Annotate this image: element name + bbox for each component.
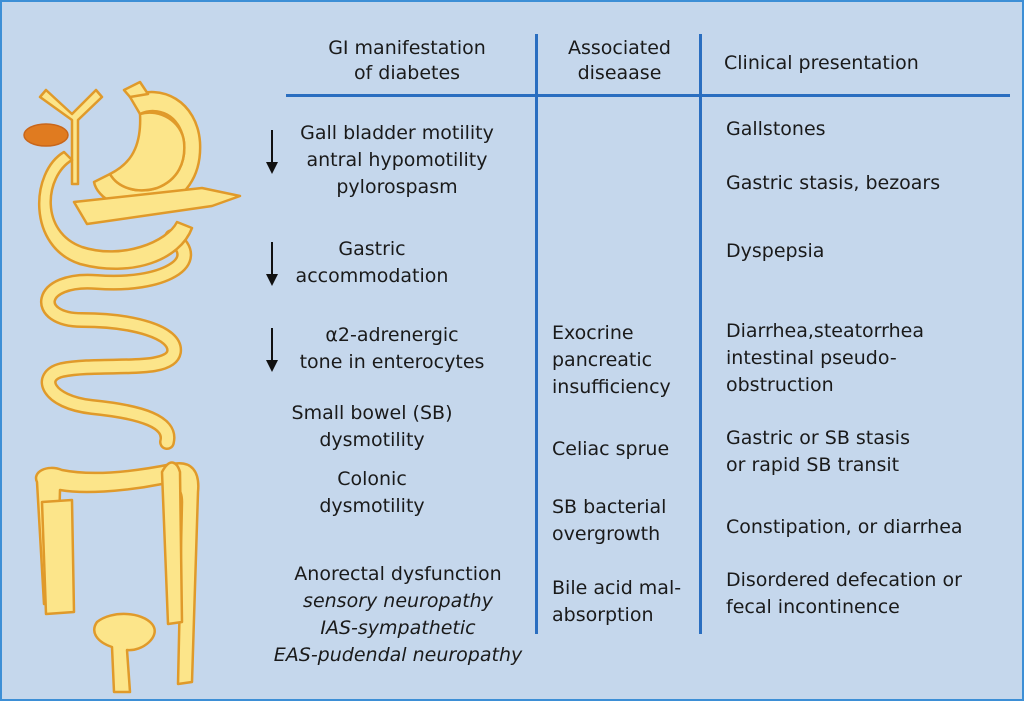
manifestation-small-bowel-line-1: Small bowel (SB) xyxy=(291,402,453,424)
down-arrow-icon xyxy=(266,130,278,174)
manifestation-small-bowel: Small bowel (SB) dysmotility xyxy=(272,400,472,454)
presentation-defecation: Disordered defecation or fecal incontine… xyxy=(726,567,962,621)
header-rule xyxy=(286,94,1010,97)
down-arrow-icon xyxy=(266,242,278,286)
stomach-body xyxy=(108,111,186,192)
manifestation-small-bowel-line-2: dysmotility xyxy=(319,429,425,451)
disease-bacterial-line-2: overgrowth xyxy=(552,523,661,545)
manifestation-gastric-line-2: accommodation xyxy=(295,265,449,287)
manifestation-anorectal-line-3: EAS-pudendal neuropathy xyxy=(273,644,523,666)
manifestation-gall-bladder: Gall bladder motility antral hypomotilit… xyxy=(272,120,522,201)
pancreas xyxy=(72,186,242,226)
presentation-sb-stasis-line-1: Gastric or SB stasis xyxy=(726,427,910,449)
gi-tract-illustration xyxy=(23,80,242,694)
disease-bacterial-line-1: SB bacterial xyxy=(552,496,667,518)
manifestation-colonic: Colonic dysmotility xyxy=(272,466,472,520)
gallbladder xyxy=(23,123,69,147)
column-rule-1 xyxy=(535,34,538,634)
manifestation-alpha-line-1: α2-adrenergic xyxy=(325,324,459,346)
manifestation-anorectal-line-2: IAS-sympathetic xyxy=(320,617,476,639)
presentation-gallstones: Gallstones xyxy=(726,118,826,140)
manifestation-anorectal-line-1: sensory neuropathy xyxy=(303,590,493,612)
column-rule-2 xyxy=(699,34,702,634)
presentation-diarrhea-line-1: Diarrhea,steatorrhea xyxy=(726,320,925,342)
presentation-diarrhea-line-3: obstruction xyxy=(726,374,834,396)
header-manifestation-line-2: of diabetes xyxy=(353,62,461,84)
manifestation-alpha-line-2: tone in enterocytes xyxy=(299,351,485,373)
presentation-constipation: Constipation, or diarrhea xyxy=(726,516,963,538)
manifestation-gall-line-1: Gall bladder motility xyxy=(300,122,494,144)
header-disease-line-1: Associated xyxy=(568,37,671,59)
disease-bacterial: SB bacterial overgrowth xyxy=(552,494,666,548)
manifestation-gastric-line-1: Gastric xyxy=(338,238,406,260)
disease-exocrine-line-2: pancreatic xyxy=(552,349,653,371)
presentation-sb-stasis: Gastric or SB stasis or rapid SB transit xyxy=(726,425,910,479)
presentation-defecation-line-2: fecal incontinence xyxy=(726,596,900,618)
sigmoid-rectum xyxy=(93,612,156,694)
presentation-dyspepsia: Dyspepsia xyxy=(726,240,825,262)
disease-bile: Bile acid mal- absorption xyxy=(552,575,681,629)
header-presentation: Clinical presentation xyxy=(724,52,919,74)
presentation-diarrhea: Diarrhea,steatorrhea intestinal pseudo- … xyxy=(726,318,924,399)
descending-colon xyxy=(160,461,184,626)
header-manifestation: GI manifestation of diabetes xyxy=(302,36,512,86)
manifestation-anorectal: Anorectal dysfunction sensory neuropathy… xyxy=(268,561,528,669)
duodenum xyxy=(38,150,194,271)
disease-bile-line-1: Bile acid mal- xyxy=(552,577,682,599)
disease-bile-line-2: absorption xyxy=(552,604,654,626)
manifestation-anorectal-title: Anorectal dysfunction xyxy=(294,563,502,585)
colon xyxy=(34,461,200,686)
presentation-defecation-line-1: Disordered defecation or xyxy=(726,569,962,591)
presentation-sb-stasis-line-2: or rapid SB transit xyxy=(726,454,900,476)
header-manifestation-line-1: GI manifestation xyxy=(328,37,486,59)
disease-exocrine-line-1: Exocrine xyxy=(552,322,634,344)
disease-exocrine-line-3: insufficiency xyxy=(552,376,671,398)
manifestation-gall-line-2: antral hypomotility xyxy=(306,149,488,171)
manifestation-gall-line-3: pylorospasm xyxy=(336,176,458,198)
header-disease: Associated diseaase xyxy=(542,36,697,86)
manifestation-alpha: α2-adrenergic tone in enterocytes xyxy=(272,322,512,376)
bile-duct xyxy=(38,88,104,186)
ascending-colon xyxy=(40,498,76,616)
manifestation-colonic-line-1: Colonic xyxy=(337,468,407,490)
manifestation-gastric: Gastric accommodation xyxy=(272,236,472,290)
disease-celiac: Celiac sprue xyxy=(552,438,670,460)
presentation-stasis: Gastric stasis, bezoars xyxy=(726,172,941,194)
manifestation-colonic-line-2: dysmotility xyxy=(319,495,425,517)
presentation-diarrhea-line-2: intestinal pseudo- xyxy=(726,347,897,369)
header-disease-line-2: diseaase xyxy=(577,62,662,84)
down-arrow-icon xyxy=(266,328,278,372)
disease-exocrine: Exocrine pancreatic insufficiency xyxy=(552,320,671,401)
